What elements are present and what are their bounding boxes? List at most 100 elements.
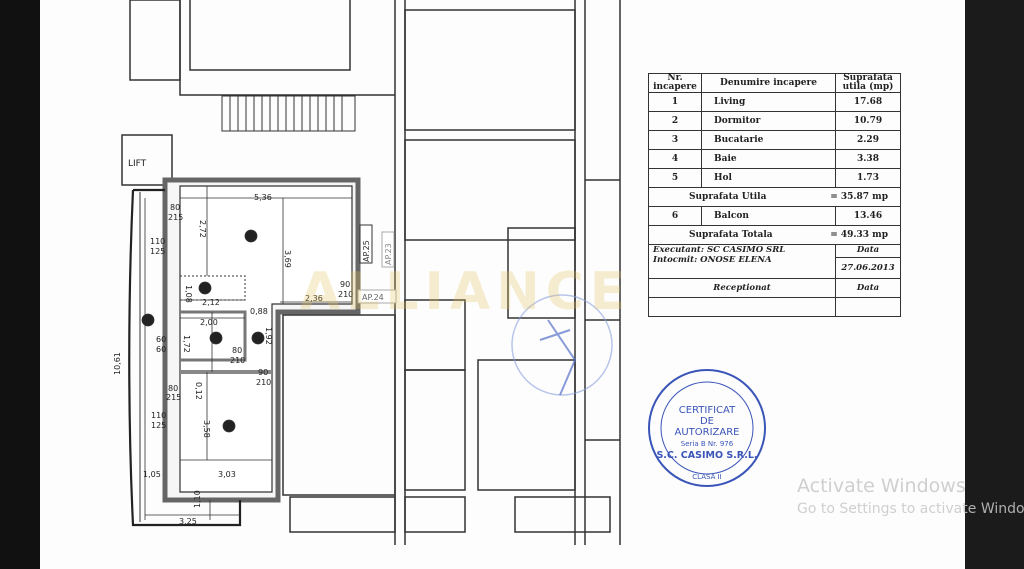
dim-label: 2,00 [200, 318, 218, 327]
intocmit: Intocmit: ONOSE ELENA [653, 255, 772, 265]
room-nr: 5 [648, 168, 702, 188]
agency-watermark: ALLIANCE [300, 262, 632, 322]
window-height: 125 [151, 421, 166, 430]
room-area: 3.38 [835, 149, 901, 169]
dim-label: 2,72 [198, 220, 207, 238]
totala-value: = 49.33 mp [830, 230, 888, 240]
watermark-subtitle: Go to Settings to activate Windows. [797, 501, 1024, 517]
receptionat-label: Receptionat [648, 278, 836, 298]
header-nr: Nr. incapere [648, 73, 702, 93]
empty-row [648, 297, 901, 317]
dim-label: 0,12 [194, 382, 203, 400]
stamp-text: DE [700, 416, 714, 427]
room-nr: 1 [648, 92, 702, 112]
room-number: 6 [146, 316, 151, 325]
executant: Executant: SC CASIMO SRL [653, 245, 786, 255]
room-number: 2 [227, 422, 232, 431]
header-area: Suprafata utila (mp) [835, 73, 901, 93]
authorization-stamp: CERTIFICAT DE AUTORIZARE Seria B Nr. 976… [648, 369, 766, 487]
data-value: 27.06.2013 [841, 263, 895, 273]
dim-label: 5,36 [254, 193, 272, 202]
dim-label: 3,69 [283, 250, 292, 268]
room-area: 17.68 [835, 92, 901, 112]
door-width: 80 [168, 384, 178, 393]
ap23-tag: AP.23 [384, 243, 393, 265]
room-nr: 6 [648, 206, 702, 226]
window-width: 110 [151, 411, 166, 420]
room-name: Hol [701, 168, 836, 188]
window-height: 125 [150, 247, 165, 256]
window-width: 60 [156, 335, 166, 344]
door-width: 90 [258, 368, 268, 377]
room-area: 13.46 [835, 206, 901, 226]
dim-label: 1,05 [143, 470, 161, 479]
dim-label: 0,88 [250, 307, 268, 316]
signature [539, 319, 577, 396]
faint-stamp [511, 294, 613, 396]
apartment-tags: AP.25 AP.23 AP.24 [357, 224, 397, 304]
room-markers: 1 2 3 4 5 6 [141, 229, 265, 433]
room-area: 10.79 [835, 111, 901, 131]
utila-value: = 35.87 mp [830, 192, 888, 202]
room-name: Balcon [701, 206, 836, 226]
room-name: Baie [701, 149, 836, 169]
room-area: 1.73 [835, 168, 901, 188]
stamp-text: CLASA II [692, 473, 721, 481]
room-area: 2.29 [835, 130, 901, 150]
room-name: Dormitor [701, 111, 836, 131]
data-label: Data [835, 278, 901, 298]
dim-label: 1,72 [182, 335, 191, 353]
dim-label: 1,92 [264, 327, 273, 345]
room-number: 3 [203, 284, 208, 293]
dim-label: 1,08 [184, 285, 193, 303]
door-height: 215 [168, 213, 183, 222]
totala-row: Suprafata Totala = 49.33 mp [648, 225, 901, 245]
totala-label: Suprafata Totala [689, 230, 773, 240]
right-margin [965, 0, 1024, 569]
room-name: Bucatarie [701, 130, 836, 150]
utila-row: Suprafata Utila = 35.87 mp [648, 187, 901, 207]
door-height: 210 [256, 378, 271, 387]
dim-label: 10,61 [113, 352, 122, 375]
room-name: Living [701, 92, 836, 112]
watermark-title: Activate Windows [797, 475, 966, 497]
stamp-text: S.C. CASIMO S.R.L. [656, 450, 757, 461]
lift-label: LIFT [128, 159, 147, 169]
window-width: 110 [150, 237, 165, 246]
room-nr: 2 [648, 111, 702, 131]
room-nr: 4 [648, 149, 702, 169]
stairs [221, 95, 356, 132]
building-outline [129, 0, 621, 545]
stamp-text: Seria B Nr. 976 [681, 440, 734, 448]
room-number: 5 [256, 334, 261, 343]
data-label: Data [836, 245, 900, 258]
door-width: 90 [340, 280, 350, 289]
door-width: 80 [232, 346, 242, 355]
activate-windows-watermark: Activate Windows Go to Settings to activ… [797, 475, 1024, 517]
utila-label: Suprafata Utila [689, 192, 767, 202]
room-number: 4 [214, 334, 219, 343]
door-width: 80 [170, 203, 180, 212]
header-name: Denumire incapere [701, 73, 836, 93]
ap25-tag: AP.25 [362, 240, 371, 262]
lift-box: LIFT [121, 134, 173, 186]
stamp-text: AUTORIZARE [675, 427, 740, 438]
dim-label: 3,58 [202, 420, 211, 438]
room-nr: 3 [648, 130, 702, 150]
dim-label: 2,36 [305, 294, 323, 303]
room-number: 1 [249, 232, 254, 241]
ap24-tag: AP.24 [362, 293, 384, 302]
dim-label: 2,12 [202, 298, 220, 307]
dim-label: 3,03 [218, 470, 236, 479]
window-height: 60 [156, 345, 166, 354]
area-table: Nr. incapere Denumire incapere Suprafata… [648, 73, 901, 317]
